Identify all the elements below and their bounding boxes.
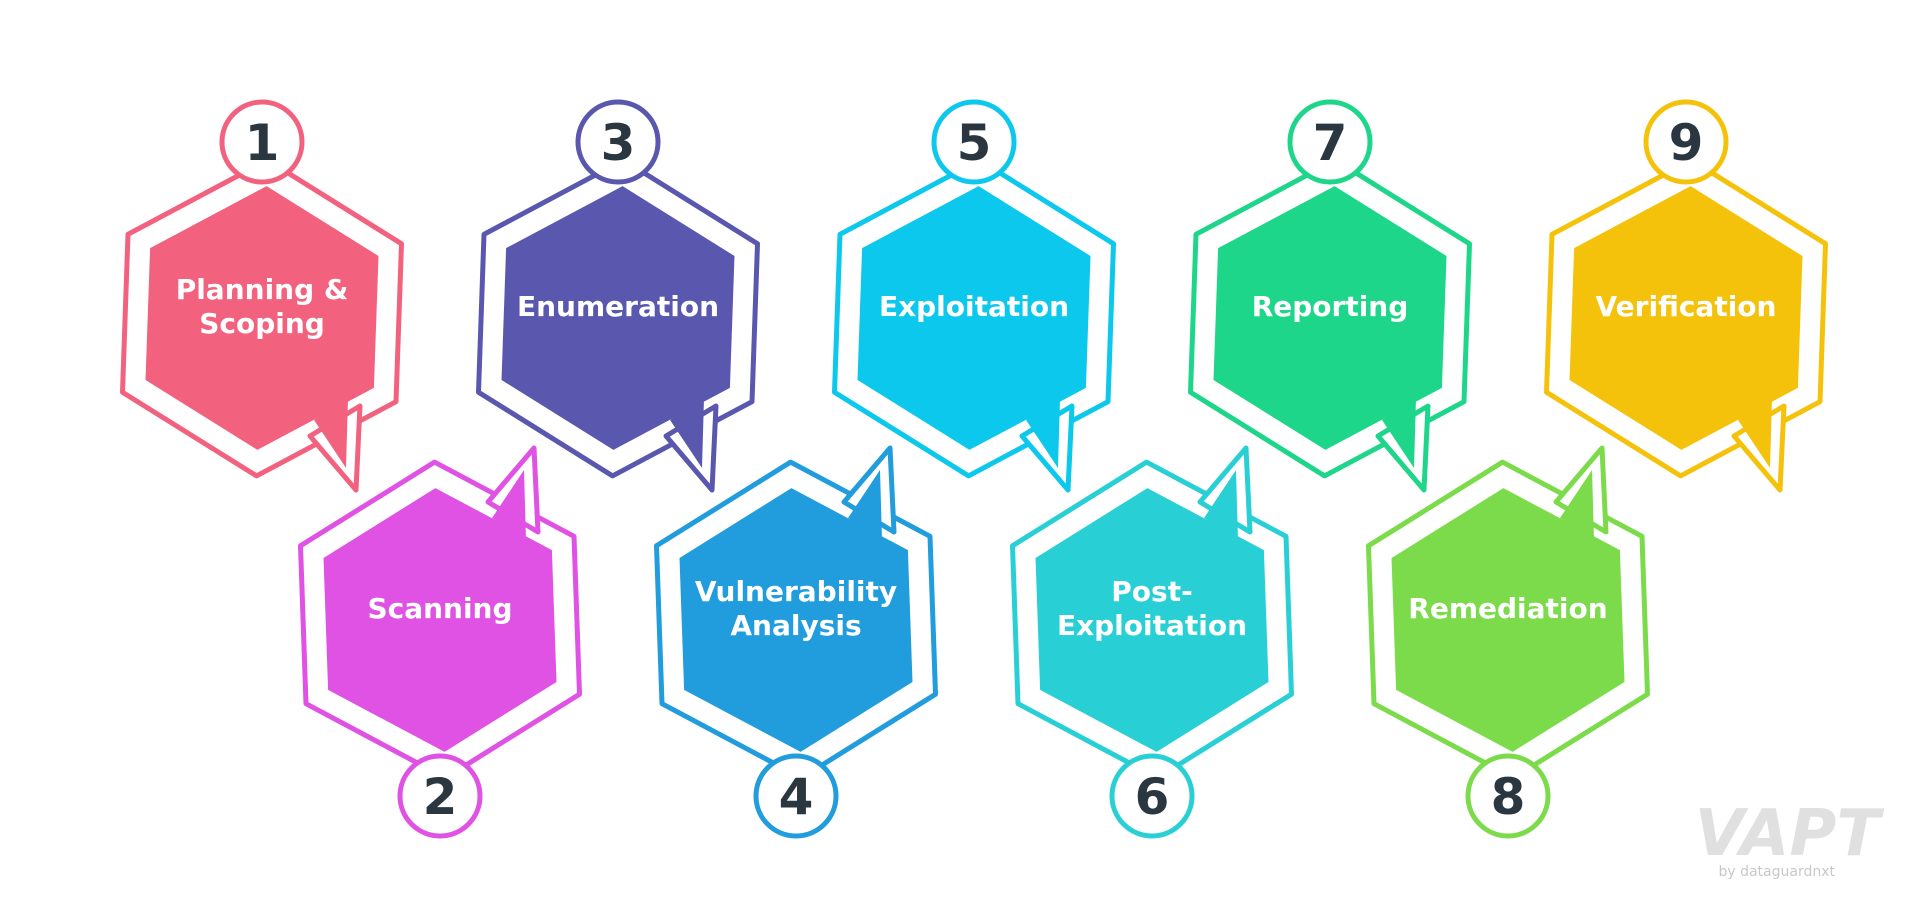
- step-number: 7: [1313, 114, 1348, 172]
- step-number: 9: [1669, 114, 1704, 172]
- step-label: Exploitation: [879, 290, 1069, 323]
- step-number: 4: [779, 768, 814, 826]
- brand-tagline: by dataguardnxt: [1718, 864, 1835, 880]
- step-number-circle: [1643, 99, 1729, 185]
- vapt-logo: VAPT by dataguardnxt: [1695, 797, 1885, 880]
- hexagon-fill: [501, 186, 735, 450]
- step-number-circle: [753, 753, 839, 839]
- step-number-circle: [397, 753, 483, 839]
- hexagon-fill: [679, 488, 913, 752]
- step-6: Post-Exploitation 6: [1010, 445, 1294, 839]
- hexagon-tail-fill: [492, 470, 526, 540]
- hexagon-fill: [323, 488, 557, 752]
- step-9: Verification 9: [1544, 99, 1828, 493]
- hexagon-tail-fill: [314, 398, 348, 468]
- step-label: Verification: [1596, 290, 1777, 323]
- step-1: Planning &Scoping 1: [120, 99, 404, 493]
- step-7: Reporting 7: [1188, 99, 1472, 493]
- step-number: 8: [1491, 768, 1526, 826]
- step-number: 5: [957, 114, 992, 172]
- step-number: 6: [1135, 768, 1170, 826]
- hexagon-fill: [1035, 488, 1269, 752]
- step-label: Scoping: [199, 307, 325, 340]
- hexagon-fill: [1391, 488, 1625, 752]
- step-label: Remediation: [1408, 592, 1607, 625]
- step-5: Exploitation 5: [832, 99, 1116, 493]
- step-number: 2: [423, 768, 458, 826]
- step-number-circle: [219, 99, 305, 185]
- hexagon-fill: [857, 186, 1091, 450]
- step-2: Scanning 2: [298, 445, 582, 839]
- hexagon-fill: [145, 186, 379, 450]
- step-label: Post-: [1111, 575, 1192, 608]
- step-label: Exploitation: [1057, 609, 1247, 642]
- step-number-circle: [931, 99, 1017, 185]
- steps-layer: Planning &Scoping1Scanning2Enumeration3V…: [120, 99, 1828, 839]
- hexagon-fill: [1569, 186, 1803, 450]
- step-number-circle: [575, 99, 661, 185]
- step-number-circle: [1465, 753, 1551, 839]
- brand-name: VAPT: [1695, 797, 1885, 871]
- hexagon-tail-fill: [1560, 470, 1594, 540]
- hexagon-tail-fill: [1026, 398, 1060, 468]
- hexagon-fill: [1213, 186, 1447, 450]
- hexagon-tail-fill: [1382, 398, 1416, 468]
- step-number: 1: [245, 114, 280, 172]
- step-number-circle: [1109, 753, 1195, 839]
- step-3: Enumeration 3: [476, 99, 760, 493]
- step-label: Analysis: [730, 609, 861, 642]
- step-label: Vulnerability: [695, 575, 897, 608]
- step-number-circle: [1287, 99, 1373, 185]
- step-8: Remediation 8: [1366, 445, 1650, 839]
- step-label: Enumeration: [517, 290, 719, 323]
- hexagon-tail-fill: [1738, 398, 1772, 468]
- hexagon-tail-fill: [670, 398, 704, 468]
- step-label: Scanning: [367, 592, 512, 625]
- step-number: 3: [601, 114, 636, 172]
- hexagon-tail-fill: [848, 470, 882, 540]
- step-label: Reporting: [1252, 290, 1409, 323]
- step-label: Planning &: [176, 273, 349, 306]
- hexagon-tail-fill: [1204, 470, 1238, 540]
